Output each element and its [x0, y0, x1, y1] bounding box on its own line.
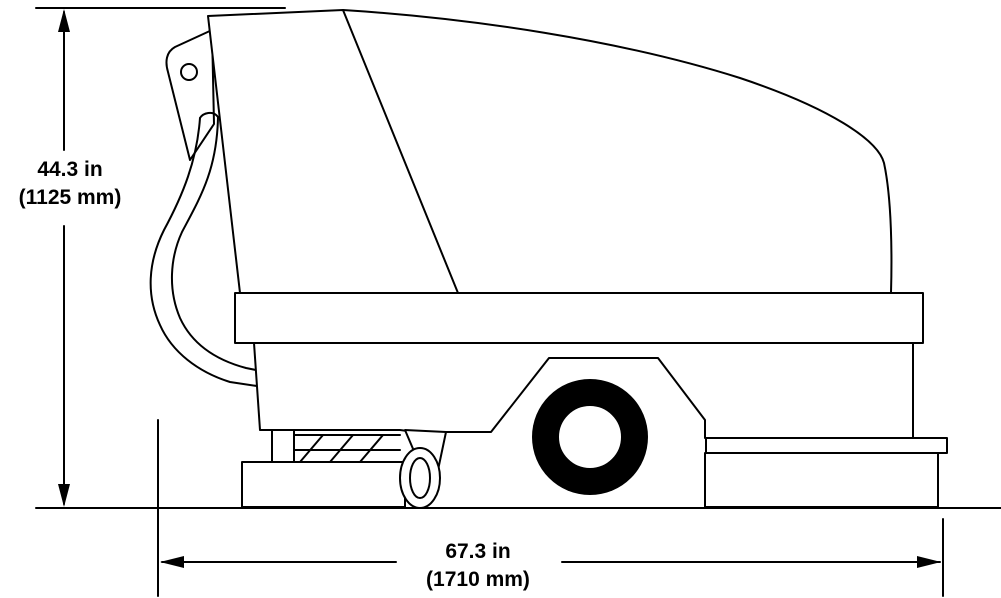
- lower-chassis: [253, 342, 914, 439]
- steering-handle: [149, 117, 258, 387]
- caster-wheel-hub: [409, 457, 431, 499]
- length-label-imperial: 67.3 in: [445, 540, 510, 563]
- handle-bracket: [165, 29, 215, 161]
- steering-handle-inner: [171, 116, 257, 371]
- length-arrowhead-right: [917, 556, 941, 568]
- caster-wheel: [399, 447, 441, 509]
- height-label-imperial: 44.3 in: [37, 158, 102, 181]
- length-label-metric: (1710 mm): [426, 568, 530, 591]
- hood-front-edge: [342, 9, 459, 294]
- squeegee-top-plate: [705, 437, 948, 454]
- deck-bumper: [234, 292, 924, 344]
- drive-wheel-rim: [557, 404, 623, 470]
- squeegee-assembly: [704, 452, 939, 508]
- recovery-tank-hood: [207, 9, 893, 294]
- floor-scrubber-illustration: [149, 9, 948, 509]
- height-arrowhead-bottom: [58, 484, 70, 507]
- handle-bracket-pivot: [180, 63, 198, 81]
- steering-handle-grip: [199, 111, 219, 119]
- length-arrowhead-left: [160, 556, 184, 568]
- length-dimension: 67.3 in (1710 mm): [157, 419, 944, 597]
- height-dimension: 44.3 in (1125 mm): [19, 7, 286, 507]
- height-arrowhead-top: [58, 9, 70, 32]
- height-label-metric: (1125 mm): [19, 186, 122, 209]
- pad-linkage-hatching: [293, 434, 401, 463]
- scrub-deck: [241, 461, 406, 508]
